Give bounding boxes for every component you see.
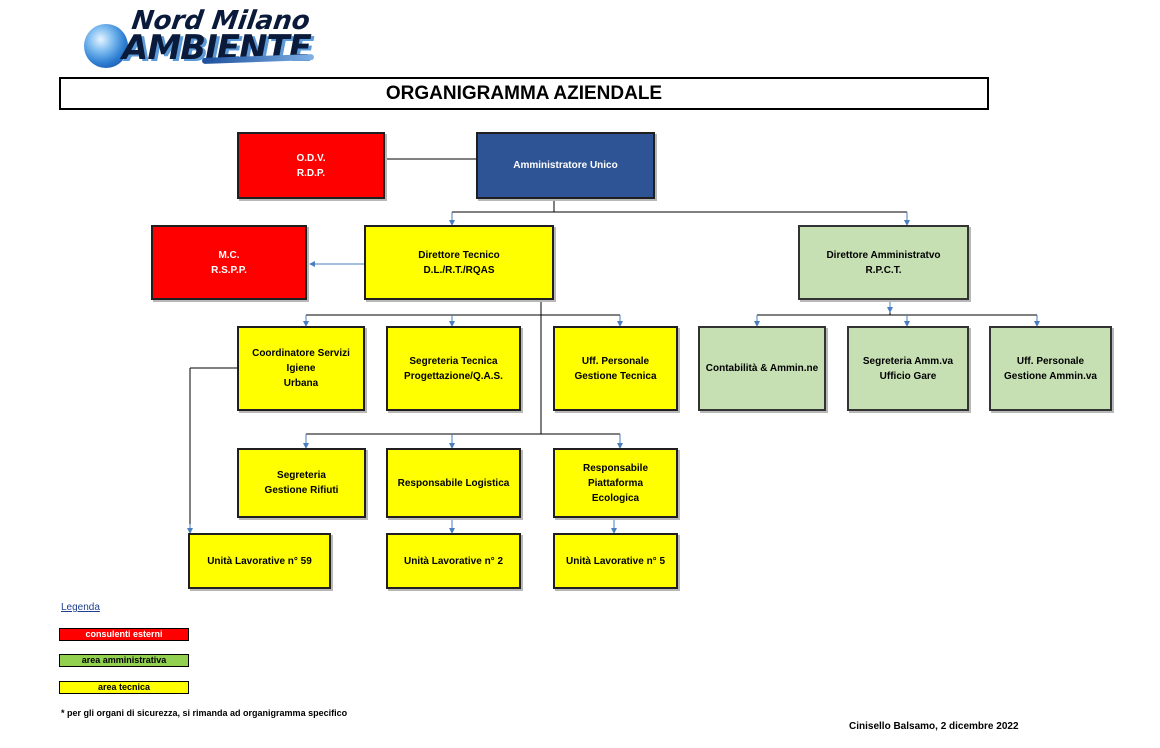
box-contabilita: Contabilità & Ammin.ne: [698, 326, 826, 411]
box-coord-line2: Urbana: [283, 378, 319, 389]
logo-sphere-icon: [84, 24, 128, 68]
box-resp-piatt-line2: Ecologica: [591, 492, 640, 504]
footnote: * per gli organi di sicurezza, si rimand…: [61, 708, 348, 718]
box-segr-amm-line1: Segreteria Amm.va: [862, 355, 954, 367]
box-segreteria-amm: Segreteria Amm.va Ufficio Gare: [847, 326, 969, 411]
box-responsabile-piattaforma: Responsabile Piattaforma Ecologica: [553, 448, 678, 518]
box-mc-line1: M.C.: [218, 249, 240, 261]
date-line: Cinisello Balsamo, 2 dicembre 2022: [849, 721, 1019, 732]
box-uff-pers-tec-line1: Uff. Personale: [581, 355, 650, 367]
box-amministratore-unico: Amministratore Unico: [476, 132, 655, 199]
box-odv: O.D.V. R.D.P.: [237, 132, 385, 199]
legend-technical-area: area tecnica: [59, 681, 189, 694]
page-title: ORGANIGRAMMA AZIENDALE: [59, 77, 989, 110]
box-uff-personale-amm: Uff. Personale Gestione Ammin.va: [989, 326, 1112, 411]
box-mc-line2: R.S.P.P.: [211, 264, 247, 276]
box-segreteria-tecnica: Segreteria Tecnica Progettazione/Q.A.S.: [386, 326, 521, 411]
box-segr-tec-line1: Segreteria Tecnica: [409, 355, 498, 367]
box-unita-59-text: Unità Lavorative n° 59: [207, 555, 312, 567]
legend-heading: Legenda: [61, 602, 100, 613]
box-dir-tec-line2: D.L./R.T./RQAS: [423, 264, 495, 276]
box-contabilita-line1: Contabilità & Ammin.ne: [705, 363, 819, 374]
box-resp-log-line1: Responsabile Logistica: [397, 477, 510, 489]
box-coord-line1: Coordinatore Servizi Igiene: [252, 348, 350, 374]
legend-external: consulenti esterni: [59, 628, 189, 641]
box-segr-tec-line2: Progettazione/Q.A.S.: [404, 370, 503, 382]
box-coordinatore: Coordinatore Servizi Igiene Urbana: [237, 326, 365, 411]
box-dir-amm-line2: R.P.C.T.: [865, 264, 902, 276]
box-responsabile-logistica: Responsabile Logistica: [386, 448, 521, 518]
box-mc: M.C. R.S.P.P.: [151, 225, 307, 300]
box-direttore-amministrativo: Direttore Amministratvo R.P.C.T.: [798, 225, 969, 300]
box-uff-pers-amm-line1: Uff. Personale: [1016, 355, 1085, 367]
box-odv-line2: R.D.P.: [296, 167, 326, 179]
box-unita-2: Unità Lavorative n° 2: [386, 533, 521, 589]
box-dir-amm-line1: Direttore Amministratvo: [826, 249, 941, 261]
box-segr-rif-line1: Segreteria: [277, 470, 326, 481]
box-segr-amm-line2: Ufficio Gare: [879, 370, 937, 382]
box-uff-pers-amm-line2: Gestione Ammin.va: [1004, 370, 1097, 382]
box-resp-piatt-line1: Responsabile Piattaforma: [582, 462, 649, 489]
box-segreteria-rifiuti: Segreteria Gestione Rifiuti: [237, 448, 366, 518]
box-uff-personale-tecnica: Uff. Personale Gestione Tecnica: [553, 326, 678, 411]
box-direttore-tecnico: Direttore Tecnico D.L./R.T./RQAS: [364, 225, 554, 300]
box-unita-5-text: Unità Lavorative n° 5: [565, 555, 666, 567]
box-unita-5: Unità Lavorative n° 5: [553, 533, 678, 589]
box-uff-pers-tec-line2: Gestione Tecnica: [574, 370, 657, 382]
box-amministratore-line1: Amministratore Unico: [513, 160, 618, 171]
box-odv-line1: O.D.V.: [296, 152, 326, 164]
box-unita-2-text: Unità Lavorative n° 2: [403, 555, 504, 567]
box-dir-tec-line1: Direttore Tecnico: [418, 249, 500, 261]
box-segr-rif-line2: Gestione Rifiuti: [264, 485, 339, 496]
legend-admin-area: area amministrativa: [59, 654, 189, 667]
box-unita-59: Unità Lavorative n° 59: [188, 533, 331, 589]
company-logo: Nord Milano AMBIENTE: [84, 6, 320, 70]
